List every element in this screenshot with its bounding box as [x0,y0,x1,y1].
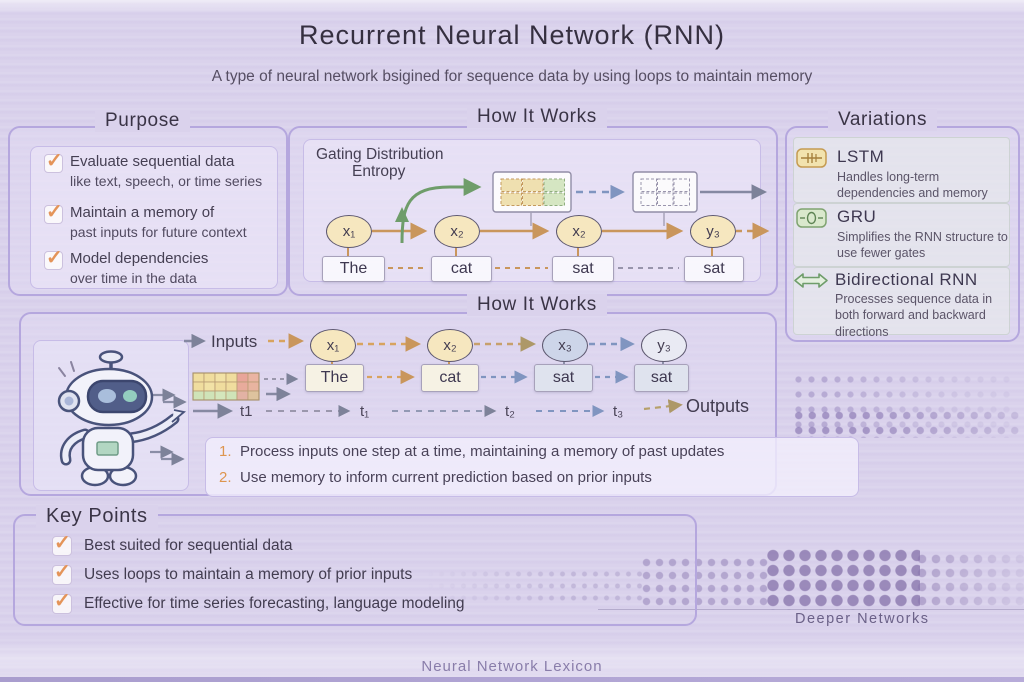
step-text: Use memory to inform current prediction … [240,469,652,486]
timestep-label: t1 [240,403,253,420]
rnn-node: x₂ [427,329,473,362]
checkbox-checked-icon: ✓ [44,201,63,224]
purpose-heading: Purpose [95,110,190,132]
key-point-text: Effective for time series forecasting, l… [84,595,465,612]
purpose-item-text: past inputs for future context [70,224,247,240]
variation-card-lstm [793,137,1010,203]
variation-card-bidirectional [793,267,1010,335]
gating-label-line2: Entropy [352,163,406,180]
variation-desc: Simplifies the RNN structure to use fewe… [837,230,1008,261]
word-box: cat [421,364,479,392]
key-points-heading: Key Points [36,505,158,528]
gru-gate-icon [796,208,827,233]
timestep-label: t₂ [505,403,515,420]
variation-name: Bidirectional RNN [835,270,978,289]
word-box: sat [552,256,614,282]
rnn-node: x₁ [326,215,372,248]
checkbox-checked-icon: ✓ [44,150,63,173]
outputs-label: Outputs [686,396,750,416]
variation-name: LSTM [837,147,885,166]
halftone-dots-bottom-big [765,548,920,610]
checkbox-checked-icon: ✓ [44,247,63,270]
step-number: 2. [219,469,232,486]
word-box: sat [684,256,744,282]
bottom-divider [598,609,1024,610]
inputs-label: Inputs [211,332,258,351]
purpose-item-text: Model dependencies [70,250,209,267]
halftone-dots-right-strong [792,408,1024,441]
variation-desc: Handles long-term dependencies and memor… [837,170,988,201]
rnn-node: x₁ [310,329,356,362]
purpose-item-text: like text, speech, or time series [70,173,263,189]
robot-illustration [33,342,187,495]
purpose-item-text: Evaluate sequential data [70,153,235,170]
word-box: sat [634,364,689,392]
page-title: Recurrent Neural Network (RNN) [298,20,726,50]
word-box: sat [534,364,593,392]
rnn-node: y₃ [690,215,736,248]
step-text: Process inputs one step at a time, maint… [240,443,725,460]
rnn-node: x₂ [556,215,602,248]
steps-card [205,437,859,497]
word-box: cat [431,256,492,282]
lstm-gate-icon [796,148,827,173]
variation-name: GRU [837,207,877,226]
checkbox-checked-icon: ✓ [52,590,72,614]
key-points-panel [13,514,697,626]
variation-desc: Processes sequence data in both forward … [835,292,993,339]
how-main-heading: How It Works [467,294,607,316]
purpose-item-text: over time in the data [70,270,197,286]
rnn-node: y₃ [641,329,687,362]
deeper-networks-label: Deeper Networks [795,611,930,627]
halftone-dots-bottom-mid [640,556,770,608]
key-point-text: Best suited for sequential data [84,537,293,554]
rnn-node: x₂ [434,215,480,248]
timestep-label: t₁ [360,403,370,420]
bottom-edge-strip [0,677,1024,682]
how-top-heading: How It Works [467,106,607,128]
rnn-node: x₃ [542,329,588,362]
halftone-dots-bottom-tail [915,552,1024,608]
variations-heading: Variations [828,109,938,131]
checkbox-checked-icon: ✓ [52,561,72,585]
timestep-label: t₃ [613,403,624,420]
gating-label-line1: Gating Distribution [316,146,444,163]
step-number: 1. [219,443,232,460]
checkbox-checked-icon: ✓ [52,532,72,556]
purpose-list-card [30,146,278,289]
word-box: The [322,256,385,282]
page-subtitle: A type of neural network bsigined for se… [211,68,813,85]
key-point-text: Uses loops to maintain a memory of prior… [84,566,413,583]
bidirectional-arrow-icon [793,271,829,295]
purpose-item-text: Maintain a memory of [70,204,215,221]
variation-card-gru [793,203,1010,267]
word-box: The [305,364,364,392]
footer-brand: Neural Network Lexicon [421,658,603,675]
halftone-dots-bottom-faint [425,568,643,604]
